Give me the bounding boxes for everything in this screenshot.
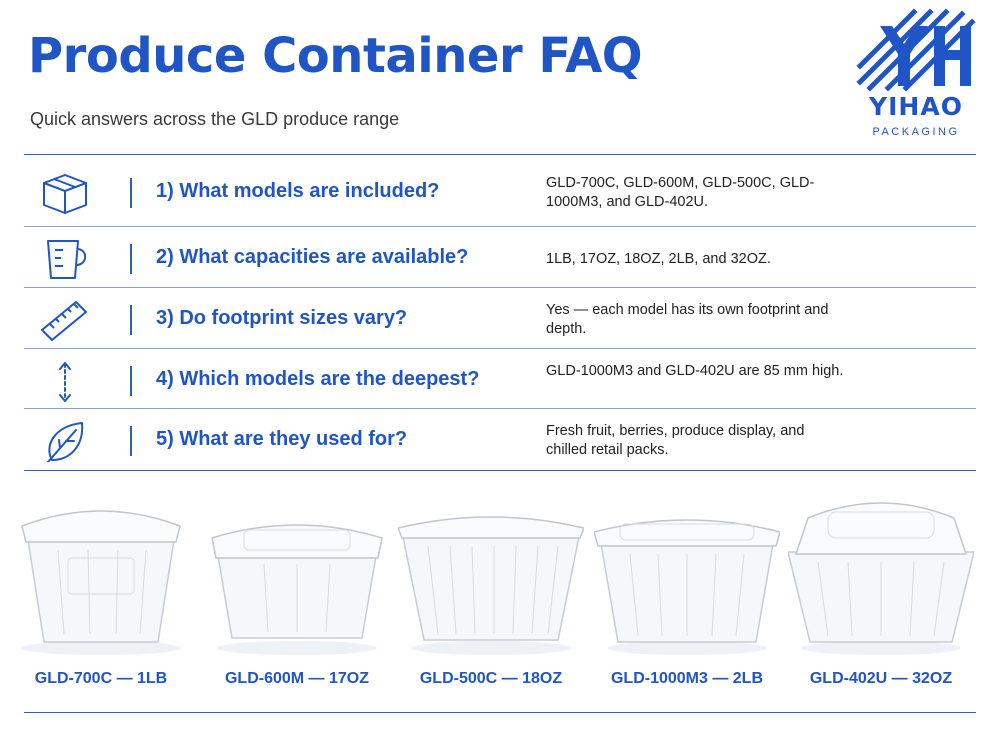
faq-row: 3) Do footprint sizes vary? Yes — each m… (24, 289, 976, 349)
faq-question: 5) What are they used for? (156, 428, 408, 450)
product-card: GLD-402U — 32OZ (788, 488, 974, 698)
container-image (788, 502, 974, 655)
page-subtitle: Quick answers across the GLD produce ran… (30, 109, 400, 129)
vertical-arrows-icon (59, 362, 71, 402)
row-separator (130, 305, 132, 335)
faq-answer: Yes — each model has its own footprint a… (546, 302, 829, 337)
measuring-cup-icon (47, 240, 87, 279)
row-separator (130, 178, 132, 208)
divider (24, 712, 976, 713)
divider (24, 287, 976, 288)
faq-question: 3) Do footprint sizes vary? (156, 307, 408, 329)
divider (24, 226, 976, 227)
divider (24, 470, 976, 471)
leaf-icon (47, 422, 84, 462)
faq-row: 1) What models are included? GLD-700C, G… (24, 162, 976, 222)
product-label: GLD-700C — 1LB (34, 670, 168, 687)
logo-mark-icon (856, 8, 976, 92)
faq-question: 1) What models are included? (156, 180, 440, 202)
product-label: GLD-500C — 18OZ (419, 670, 563, 687)
row-separator (130, 366, 132, 396)
faq-row: 2) What capacities are available? 1LB, 1… (24, 228, 976, 288)
product-card: GLD-600M — 17OZ (204, 488, 390, 698)
faq-question: 2) What capacities are available? (156, 246, 469, 268)
product-label: GLD-600M — 17OZ (224, 670, 370, 687)
divider (24, 348, 976, 349)
faq-answer: Fresh fruit, berries, produce display, a… (546, 423, 805, 458)
product-label: GLD-1000M3 — 2LB (610, 670, 764, 687)
divider (24, 154, 976, 155)
page-title: Produce Container FAQ (28, 28, 643, 84)
brand-logo: YIHAO PACKAGING (852, 8, 980, 148)
divider (24, 408, 976, 409)
container-image (594, 519, 780, 655)
faq-question: 4) Which models are the deepest? (156, 368, 480, 390)
logo-tagline: PACKAGING (872, 126, 960, 138)
faq-answer: 1LB, 17OZ, 18OZ, 2LB, and 32OZ. (546, 251, 771, 267)
faq-row: 5) What are they used for? Fresh fruit, … (24, 410, 976, 470)
container-image (211, 524, 383, 655)
product-card: GLD-700C — 1LB (8, 488, 194, 698)
container-image (398, 516, 584, 655)
container-image (21, 510, 181, 655)
product-card: GLD-500C — 18OZ (398, 488, 584, 698)
faq-answer: GLD-700C, GLD-600M, GLD-500C, GLD-1000M3… (546, 175, 815, 210)
box-icon (43, 174, 87, 214)
logo-wordmark: YIHAO (869, 92, 963, 121)
ruler-icon (41, 301, 87, 341)
row-separator (130, 426, 132, 456)
product-label: GLD-402U — 32OZ (809, 670, 953, 687)
row-separator (130, 244, 132, 274)
faq-answer: GLD-1000M3 and GLD-402U are 85 mm high. (546, 363, 844, 379)
product-card: GLD-1000M3 — 2LB (594, 488, 780, 698)
faq-row: 4) Which models are the deepest? GLD-100… (24, 350, 976, 410)
